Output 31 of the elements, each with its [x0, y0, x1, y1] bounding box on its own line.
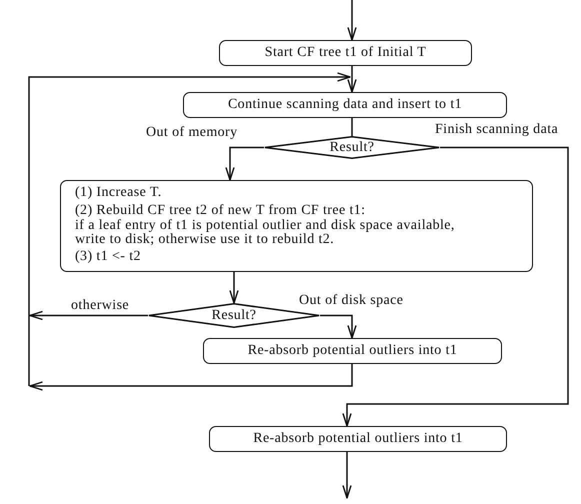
arrow: [320, 314, 357, 339]
connector-line: [351, 118, 353, 136]
arrow: [229, 272, 239, 304]
arrow: [342, 146, 569, 427]
process-box: [183, 92, 507, 118]
arrow: [342, 452, 352, 499]
process-text: Start CF tree t1 of Initial T: [264, 46, 426, 60]
arrow: [347, 66, 357, 93]
arrow: [29, 310, 148, 320]
process-box: [60, 180, 533, 272]
arrow: [28, 72, 351, 386]
edge-label: Finish scanning data: [434, 123, 560, 137]
edge-label: Out of disk space: [298, 294, 404, 308]
edge-label: Out of memory: [145, 126, 239, 140]
decision-text: Result?: [330, 140, 374, 154]
process-box: [209, 426, 507, 452]
step-text: (3) t1 <- t2: [75, 250, 141, 264]
arrow: [29, 364, 353, 391]
process-text: Re-absorb potential outliers into t1: [253, 432, 463, 446]
step-text: if a leaf entry of t1 is potential outlier and disk space available, write to disk; otherwise use it to rebuild t2.: [75, 219, 456, 247]
process-text: Continue scanning data and insert to t1: [228, 98, 462, 112]
decision-diamond: [264, 136, 440, 159]
process-box: [203, 338, 502, 364]
process-text: Re-absorb potential outliers into t1: [248, 344, 458, 358]
step-text: (2) Rebuild CF tree t2 of new T from CF tree t1:: [75, 204, 366, 218]
arrow: [225, 146, 264, 181]
decision-text: Result?: [212, 308, 256, 322]
step-text: (1) Increase T.: [75, 186, 162, 200]
arrow: [347, 0, 357, 41]
decision-diamond: [148, 303, 320, 328]
process-box: [219, 40, 472, 66]
